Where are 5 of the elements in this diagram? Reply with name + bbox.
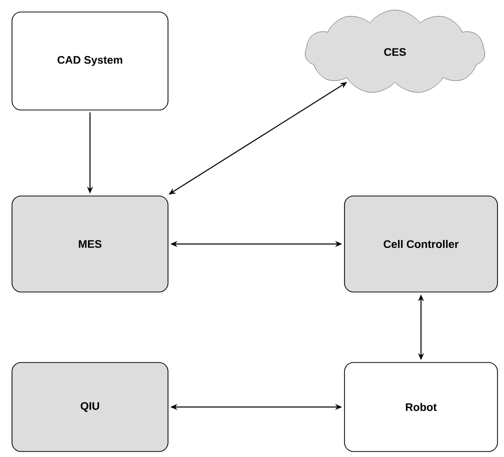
process-box: Robot <box>344 362 498 452</box>
process-box: MES <box>12 196 168 292</box>
process-box: CAD System <box>12 12 168 110</box>
process-box: QIU <box>12 362 168 452</box>
process-box: Cell Controller <box>344 196 498 292</box>
